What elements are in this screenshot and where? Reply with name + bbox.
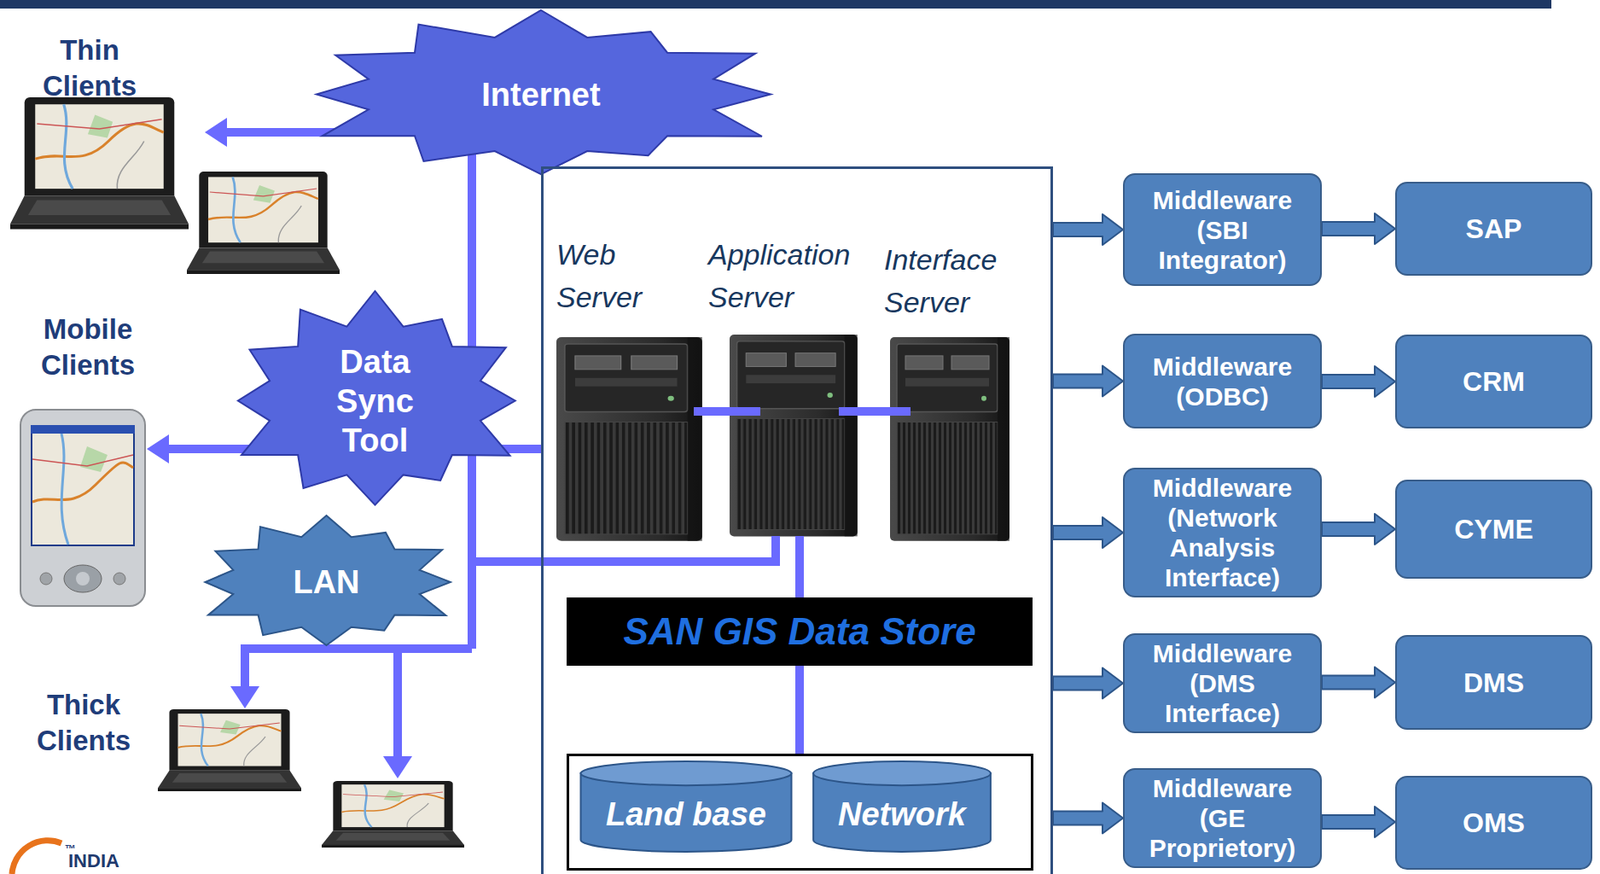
middleware-box: Middleware (ODBC) <box>1122 333 1322 429</box>
node-label: Internet <box>481 75 600 115</box>
system-box: CYME <box>1395 479 1593 579</box>
node-label: Middleware (ODBC) <box>1140 351 1305 412</box>
block-arrow <box>1321 366 1396 397</box>
block-arrow <box>1053 214 1123 245</box>
node-label: SAP <box>1466 212 1523 245</box>
node-label: OMS <box>1462 806 1525 839</box>
block-arrow <box>1053 517 1123 548</box>
laptop <box>157 709 302 792</box>
node-label: CYME <box>1454 512 1533 546</box>
node-label: Middleware (SBI Integrator) <box>1140 185 1305 275</box>
client-group-label: Thin Clients <box>25 32 154 105</box>
client-group-label: Mobile Clients <box>23 311 152 384</box>
block-arrow <box>1321 513 1396 545</box>
database-cylinder: Network <box>811 760 993 853</box>
network-cloud: LAN <box>188 515 465 649</box>
storage-frame: Land base Network <box>566 753 1034 871</box>
block-arrow <box>1053 802 1123 834</box>
server-tower <box>890 337 1010 542</box>
node-label: Middleware (Network Analysis Interface) <box>1140 472 1305 593</box>
system-box: CRM <box>1395 334 1593 429</box>
server-tower <box>729 334 858 536</box>
logo-text: INDIA <box>68 850 154 872</box>
node-label: DMS <box>1463 666 1525 699</box>
middleware-box: Middleware (DMS Interface) <box>1122 633 1322 734</box>
node-label: Network <box>837 795 966 833</box>
block-arrow <box>1321 213 1396 245</box>
block-arrow <box>1053 366 1123 397</box>
system-box: OMS <box>1395 775 1593 870</box>
node-label: Data Sync Tool <box>324 342 427 460</box>
node-label: LAN <box>292 562 360 602</box>
pda <box>20 409 146 606</box>
block-arrow <box>1053 668 1123 699</box>
block-arrow <box>1321 667 1396 699</box>
database-cylinder: Land base <box>578 760 794 853</box>
network-cloud: Internet <box>285 10 797 179</box>
top-bar <box>0 0 1552 9</box>
logo-swoosh <box>11 840 62 874</box>
node-label: Middleware (GE Proprietory) <box>1140 773 1305 863</box>
node-label: CRM <box>1462 365 1525 398</box>
middleware-box: Middleware (GE Proprietory) <box>1122 768 1322 868</box>
server-tower <box>556 337 703 542</box>
system-box: SAP <box>1395 181 1593 276</box>
data-store-band: SAN GIS Data Store <box>566 597 1033 666</box>
laptop <box>321 780 465 848</box>
node-label: Application Server <box>708 232 867 319</box>
node-label: Land base <box>605 795 767 833</box>
laptop <box>10 97 189 230</box>
node-label: Middleware (DMS Interface) <box>1140 638 1305 728</box>
client-group-label: Thick Clients <box>19 686 148 759</box>
node-label: SAN GIS Data Store <box>622 609 976 654</box>
system-box: DMS <box>1395 634 1593 730</box>
laptop <box>186 171 340 274</box>
block-arrow <box>1321 806 1396 838</box>
middleware-box: Middleware (SBI Integrator) <box>1122 173 1322 286</box>
node-label: Web Server <box>556 232 659 319</box>
network-cloud: Data Sync Tool <box>219 290 531 511</box>
connector-line <box>795 665 804 754</box>
middleware-box: Middleware (Network Analysis Interface) <box>1122 467 1322 598</box>
server-enclosure: Web Server Application ServerInterface Se… <box>541 166 1054 874</box>
node-label: Interface Server <box>884 238 1021 324</box>
